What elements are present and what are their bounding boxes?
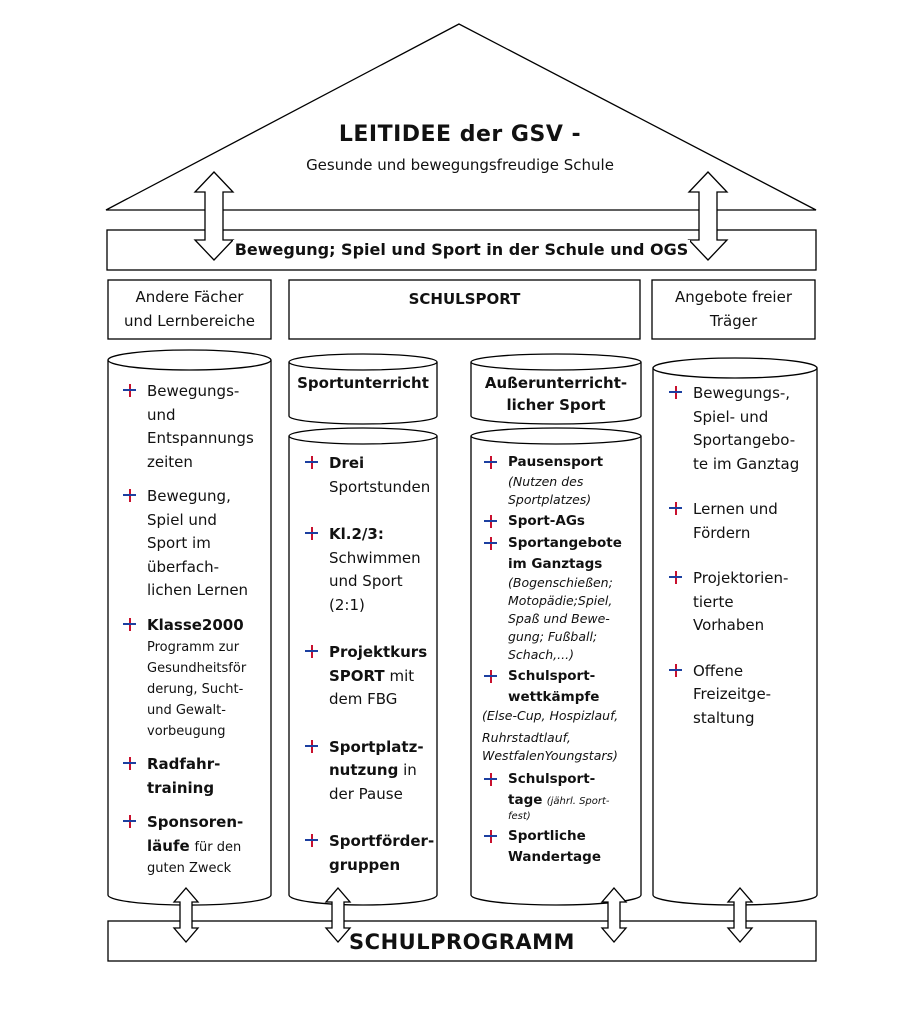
list-item: Lernen und Fördern bbox=[669, 498, 814, 545]
foundation-label: SCHULPROGRAMM bbox=[349, 930, 575, 954]
column-cylinder-3 bbox=[470, 427, 642, 906]
column-2-header: Sportunterricht bbox=[297, 374, 429, 392]
double-arrow-icon bbox=[193, 171, 235, 261]
double-arrow-icon bbox=[687, 171, 729, 261]
cross-bullet-icon bbox=[669, 502, 682, 515]
list-item: Sportliche Wandertage bbox=[484, 826, 634, 867]
header-box-center bbox=[288, 279, 641, 340]
beam-label: Bewegung; Spiel und Sport in der Schule … bbox=[232, 240, 691, 259]
cross-bullet-icon bbox=[123, 757, 136, 770]
list-item: Sportplatz- nutzung in der Pause bbox=[305, 736, 435, 807]
foundation-box bbox=[107, 920, 817, 962]
list-item: Bewegungs-, Spiel- und Sportangebo- te i… bbox=[669, 382, 814, 476]
cross-bullet-icon bbox=[305, 527, 318, 540]
cross-bullet-icon bbox=[305, 834, 318, 847]
list-item: Sportförder- gruppen bbox=[305, 830, 435, 877]
column-cylinder-3-header bbox=[470, 353, 642, 425]
double-arrow-icon bbox=[324, 887, 352, 943]
cross-bullet-icon bbox=[484, 773, 497, 786]
roof-triangle bbox=[105, 23, 817, 211]
double-arrow-icon bbox=[726, 887, 754, 943]
cross-bullet-icon bbox=[123, 489, 136, 502]
column-cylinder-2-header bbox=[288, 353, 438, 425]
header-center: SCHULSPORT bbox=[408, 290, 521, 308]
list-item: Pausensport (Nutzen des Sportplatzes) bbox=[484, 452, 634, 509]
list-item: Offene Freizeitge- staltung bbox=[669, 660, 814, 731]
column-3-header: Außerunterricht- licher Sport bbox=[484, 374, 628, 414]
cross-bullet-icon bbox=[484, 537, 497, 550]
cross-bullet-icon bbox=[669, 663, 682, 677]
cross-bullet-icon bbox=[123, 815, 136, 828]
column-3-list: Pausensport (Nutzen des Sportplatzes) Sp… bbox=[482, 452, 634, 869]
list-item: Bewegung, Spiel und Sport im überfach- l… bbox=[123, 485, 265, 603]
cross-bullet-icon bbox=[305, 456, 318, 469]
list-item: Schulsport- wettkämpfe (Else-Cup, Hospiz… bbox=[482, 668, 619, 763]
list-item: Sportangebote im Ganztags (Bogenschießen… bbox=[484, 533, 634, 664]
double-arrow-icon bbox=[172, 887, 200, 943]
header-box-right bbox=[651, 279, 816, 340]
list-item: Bewegungs- und Entspannungs zeiten bbox=[123, 380, 265, 474]
column-cylinder-2 bbox=[288, 427, 438, 906]
roof-subtitle: Gesunde und bewegungsfreudige Schule bbox=[306, 156, 614, 174]
cross-bullet-icon bbox=[484, 514, 497, 528]
cross-bullet-icon bbox=[305, 645, 318, 658]
column-4-list: Bewegungs-, Spiel- und Sportangebo- te i… bbox=[669, 382, 814, 752]
list-item: Kl.2/3: Schwimmen und Sport (2:1) bbox=[305, 523, 435, 617]
cross-bullet-icon bbox=[669, 386, 682, 399]
cross-bullet-icon bbox=[484, 456, 497, 469]
header-left: Andere Fächer und Lernbereiche bbox=[123, 288, 255, 330]
list-item: Sport-AGs bbox=[484, 511, 634, 532]
column-cylinder-4 bbox=[652, 357, 818, 906]
cross-bullet-icon bbox=[484, 830, 497, 843]
header-right: Angebote freier Träger bbox=[674, 288, 792, 330]
cross-bullet-icon bbox=[123, 617, 136, 631]
list-item: Projektorien- tierte Vorhaben bbox=[669, 567, 814, 638]
cross-bullet-icon bbox=[305, 739, 318, 753]
list-item: Radfahr- training bbox=[123, 753, 265, 800]
list-item: Sponsoren- läufe für den guten Zweck bbox=[123, 811, 265, 879]
column-2-list: Drei Sportstunden Kl.2/3: Schwimmen und … bbox=[305, 452, 435, 901]
list-item: Drei Sportstunden bbox=[305, 452, 435, 499]
column-cylinder-1 bbox=[107, 349, 272, 906]
cross-bullet-icon bbox=[123, 384, 136, 397]
cross-bullet-icon bbox=[484, 670, 497, 683]
header-box-left bbox=[107, 279, 272, 340]
cross-bullet-icon bbox=[669, 571, 682, 584]
list-item: Klasse2000 Programm zur Gesundheitsför d… bbox=[123, 614, 265, 743]
double-arrow-icon bbox=[600, 887, 628, 943]
roof-title: LEITIDEE der GSV - bbox=[338, 122, 582, 147]
list-item: Projektkurs SPORT mit dem FBG bbox=[305, 641, 435, 712]
column-1-list: Bewegungs- und Entspannungs zeiten Beweg… bbox=[123, 380, 265, 890]
list-item: Schulsport- tage (jährl. Sport- fest) bbox=[484, 769, 634, 824]
